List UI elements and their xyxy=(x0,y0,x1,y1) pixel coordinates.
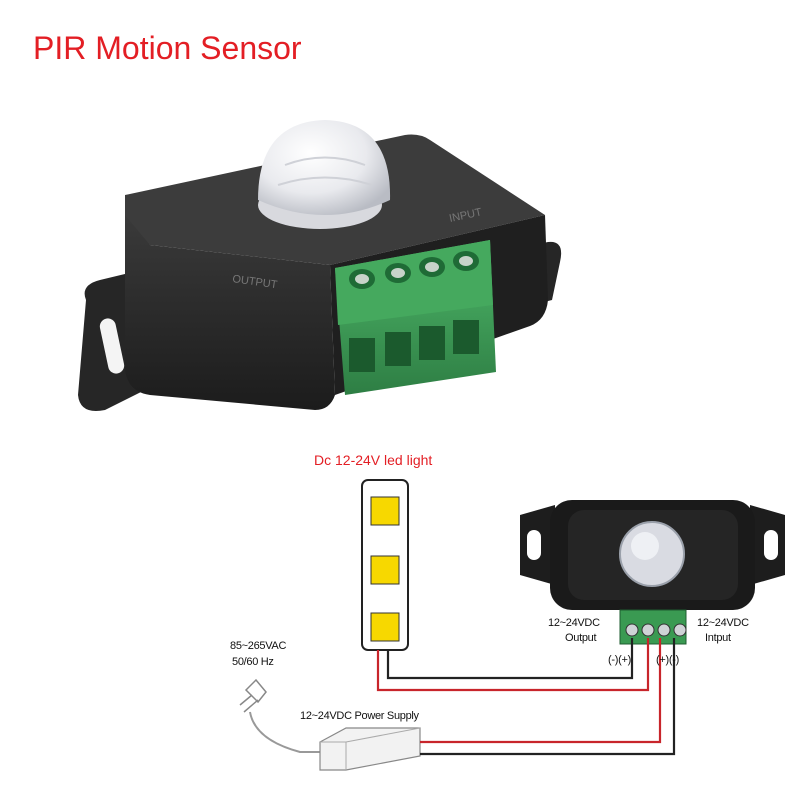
terminal-screw-head-3 xyxy=(425,262,439,272)
wiring-diagram xyxy=(239,479,785,771)
terminal-socket-1 xyxy=(349,338,375,372)
terminal-screw-head-2 xyxy=(391,268,405,278)
ac-frequency-label: 50/60 Hz xyxy=(232,656,274,668)
output-label: Output xyxy=(565,632,597,644)
input-polarity-label: (+)(-) xyxy=(656,654,679,666)
wire-led-negative xyxy=(386,638,634,680)
sensor-product-photo: OUTPUT INPUT xyxy=(78,120,562,411)
terminal-screw-head-4 xyxy=(459,256,473,266)
mounting-slot-left xyxy=(99,318,125,374)
led-chip-3 xyxy=(370,612,400,642)
pir-dome xyxy=(258,120,391,215)
output-voltage-label: 12~24VDC xyxy=(548,617,600,629)
ac-voltage-label: 85~265VAC xyxy=(230,640,287,652)
input-label: Intput xyxy=(705,632,731,644)
terminal-socket-2 xyxy=(385,332,411,366)
led-chip-1 xyxy=(370,496,400,526)
power-supply-label: 12~24VDC Power Supply xyxy=(300,710,419,722)
terminal-block xyxy=(335,240,496,395)
terminal-screw-head-1 xyxy=(355,274,369,284)
wire-ps-positive xyxy=(420,638,662,744)
input-voltage-label: 12~24VDC xyxy=(697,617,749,629)
ac-plug xyxy=(239,678,320,753)
wire-ps-negative xyxy=(420,638,676,756)
wire-led-positive xyxy=(376,638,650,692)
terminal-socket-4 xyxy=(453,320,479,354)
diagram-sensor-module xyxy=(520,500,785,645)
power-supply-box xyxy=(319,727,421,771)
led-light-label: Dc 12-24V led light xyxy=(314,452,433,468)
led-chip-2 xyxy=(370,555,400,585)
wires xyxy=(376,638,676,756)
output-polarity-label: (-)(+) xyxy=(608,654,631,666)
housing-front xyxy=(125,215,335,410)
terminal-socket-3 xyxy=(419,326,445,360)
page-title: PIR Motion Sensor xyxy=(33,30,302,66)
led-strip xyxy=(361,479,409,651)
